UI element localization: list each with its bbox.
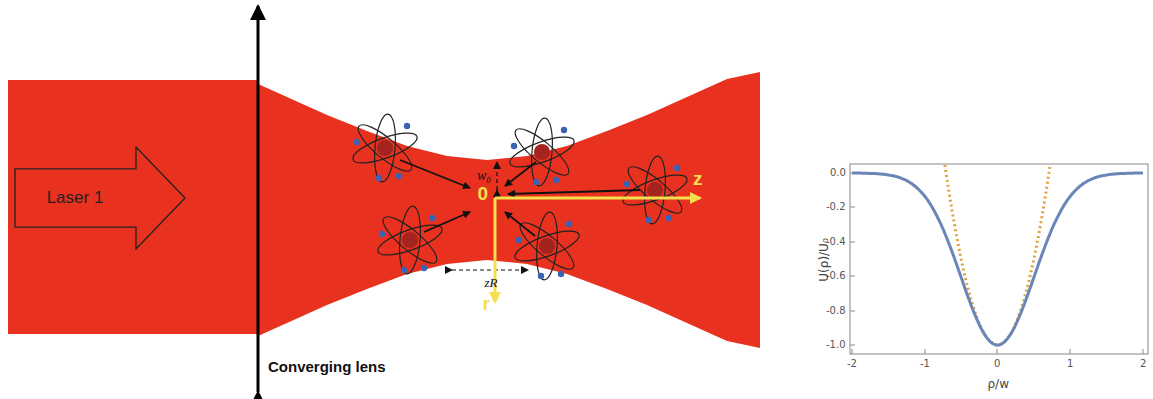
axis-title: U(ρ)/U₀ [817, 238, 829, 281]
waist-arrow [496, 162, 497, 190]
waist-label: w₀ [477, 169, 491, 183]
lens-symbol [257, 6, 260, 392]
origin-label: 0 [478, 184, 489, 203]
axis-label: r [483, 294, 490, 313]
z-axis [495, 197, 700, 200]
node-label: Laser 1 [14, 146, 136, 250]
potential-plot [850, 0, 1148, 354]
tick-label: -0.8 [826, 306, 846, 316]
axis-title: ρ/w [988, 378, 1009, 390]
collimated-beam [8, 80, 259, 334]
tick-label: -0.2 [826, 202, 846, 212]
focused-beam [258, 72, 760, 348]
tick-label: 2 [1140, 359, 1146, 369]
tick-label: -2 [847, 359, 857, 369]
lens-label: Converging lens [268, 359, 386, 374]
rayleigh-arrow [452, 269, 528, 270]
tick-label: 1 [1067, 359, 1073, 369]
rayleigh-label: zR [485, 276, 498, 289]
tick-label: -1.0 [826, 340, 846, 350]
axis-label: z [693, 169, 703, 188]
tick-label: -1 [920, 359, 930, 369]
tick-label: 0.0 [830, 168, 846, 178]
tick-label: 0 [994, 359, 1000, 369]
laser-arrow: Laser 1 [14, 146, 186, 250]
